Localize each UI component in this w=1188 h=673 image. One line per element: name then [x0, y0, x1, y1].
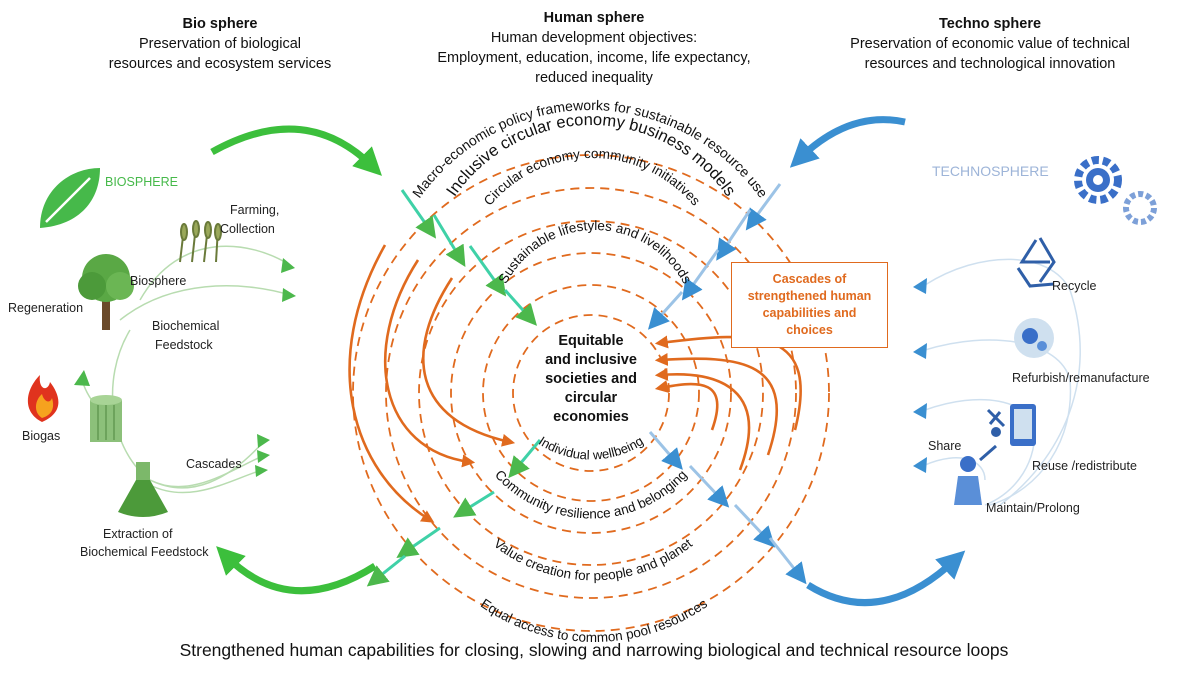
- human-sphere-title: Human sphere: [543, 10, 645, 26]
- center-goal: Equitable and inclusive societies and ci…: [545, 333, 637, 425]
- blue-ring-arrows: [647, 183, 807, 585]
- svg-text:circular: circular: [565, 390, 618, 406]
- flask-icon: [118, 462, 168, 517]
- ring-label-community-initiatives: Circular economy community initiatives: [481, 146, 704, 209]
- svg-text:societies and: societies and: [545, 371, 637, 387]
- diagram-caption: Strengthened human capabilities for clos…: [179, 640, 1009, 660]
- tech-arrowheads: [913, 278, 927, 473]
- refurbish-icon: [1014, 318, 1054, 358]
- label-biosphere: Biosphere: [130, 274, 186, 288]
- label-cascades: Cascades: [186, 457, 242, 471]
- ring-2: [385, 187, 797, 599]
- gear-icon: [1074, 156, 1157, 225]
- biosphere-panel: BIOSPHERE Farming, Collection: [8, 168, 296, 559]
- label-extraction-2: Biochemical Feedstock: [80, 545, 209, 559]
- bio-arrowheads: [74, 258, 296, 477]
- bio-sphere-header: Bio sphere Preservation of biological re…: [60, 14, 380, 74]
- label-collection: Collection: [220, 222, 275, 236]
- leaf-icon: [40, 168, 100, 228]
- bio-sphere-line2: resources and ecosystem services: [108, 56, 332, 72]
- bio-sphere-title: Bio sphere: [182, 16, 258, 32]
- cascades-line1: Cascades of: [772, 272, 847, 286]
- cascades-line2: strengthened human: [747, 289, 872, 303]
- label-share: Share: [928, 439, 961, 453]
- technosphere-panel: TECHNOSPHERE Recycle: [913, 156, 1157, 515]
- ring-label-common-pool: Equal access to common pool resources: [478, 596, 710, 645]
- cascades-line4: choices: [786, 323, 833, 337]
- label-reuse: Reuse /redistribute: [1032, 459, 1137, 473]
- techno-sphere-line1: Preservation of economic value of techni…: [850, 36, 1130, 52]
- dashed-rings: [352, 154, 830, 632]
- human-sphere-line3: reduced inequality: [535, 70, 653, 86]
- bio-sphere-line1: Preservation of biological: [138, 36, 301, 52]
- label-biogas: Biogas: [22, 429, 60, 443]
- svg-text:Equitable: Equitable: [558, 333, 623, 349]
- bio-to-human-arrow: [210, 125, 382, 176]
- ring-label-lifestyles: Sustainable lifestyles and livelihoods: [495, 218, 694, 286]
- label-maintain: Maintain/Prolong: [986, 501, 1080, 515]
- label-biochemical: Biochemical: [152, 319, 219, 333]
- cascades-box: Cascades of strengthened human capabilit…: [731, 262, 888, 348]
- techno-sphere-header: Techno sphere Preservation of economic v…: [815, 14, 1165, 74]
- techno-to-human-arrow: [789, 116, 906, 168]
- ring-6: [512, 314, 670, 472]
- label-feedstock: Feedstock: [155, 338, 213, 352]
- recycle-icon: [1016, 237, 1056, 288]
- tree-icon: [78, 254, 134, 330]
- maintain-icon: [954, 444, 997, 505]
- silo-icon: [90, 395, 122, 442]
- label-farming: Farming,: [230, 203, 279, 217]
- cascade-arrows: [348, 244, 802, 523]
- svg-text:economies: economies: [553, 409, 629, 425]
- label-recycle: Recycle: [1052, 279, 1097, 293]
- label-extraction-1: Extraction of: [103, 527, 173, 541]
- technosphere-logo-text: TECHNOSPHERE: [932, 163, 1049, 179]
- label-regeneration: Regeneration: [8, 301, 83, 315]
- human-sphere-header: Human sphere Human development objective…: [384, 8, 804, 88]
- wheat-icon: [179, 220, 222, 263]
- human-to-techno-arrow: [806, 550, 966, 606]
- cascades-line3: capabilities and: [762, 306, 857, 320]
- human-to-bio-arrow: [216, 546, 377, 595]
- ring-label-wellbeing: Individual wellbeing: [536, 433, 646, 462]
- techno-sphere-title: Techno sphere: [938, 16, 1042, 32]
- techno-sphere-line2: resources and technological innovation: [864, 56, 1116, 72]
- human-sphere-line1: Human development objectives:: [490, 30, 698, 46]
- biosphere-logo-text: BIOSPHERE: [105, 175, 178, 189]
- svg-text:and inclusive: and inclusive: [545, 352, 637, 368]
- ring-1: [352, 154, 830, 632]
- ring-4: [450, 252, 732, 534]
- human-sphere-line2: Employment, education, income, life expe…: [437, 50, 751, 66]
- flame-icon: [27, 375, 59, 422]
- teal-ring-arrows: [366, 189, 542, 587]
- reuse-icon: [986, 404, 1036, 446]
- ring-label-value-creation: Value creation for people and planet: [491, 536, 695, 584]
- ring-5: [482, 284, 700, 502]
- label-refurbish: Refurbish/remanufacture: [1012, 371, 1150, 385]
- ring-3: [418, 220, 764, 566]
